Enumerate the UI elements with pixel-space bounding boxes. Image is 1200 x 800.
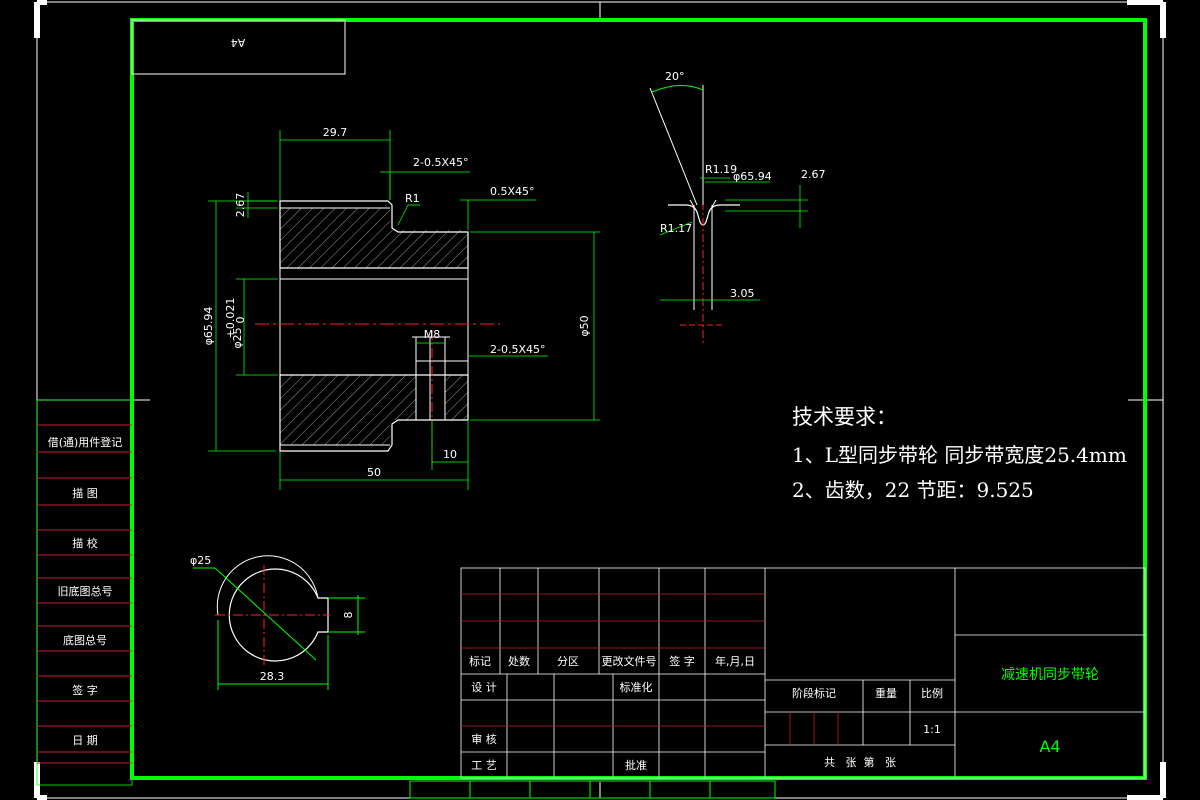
dim-2-67: 2.67: [234, 193, 247, 218]
tb-scale-label: 比例: [921, 686, 943, 700]
strip-label-4: 底图总号: [63, 633, 107, 647]
tb-scale: 1:1: [923, 723, 941, 736]
tooth-angle: 20°: [665, 70, 685, 83]
hub-d283: 28.3: [260, 670, 285, 683]
requirements-line2: 2、齿数，22 节距：9.525: [792, 478, 1034, 502]
tb-header-4: 签 字: [669, 654, 695, 668]
dim-d25: φ25: [231, 327, 244, 348]
tb-part-name: 减速机同步带轮: [1001, 667, 1099, 683]
sheet-border: [34, 0, 1166, 800]
main-dimensions: [208, 130, 600, 490]
strip-label-2: 描 校: [72, 536, 98, 550]
hub-view: [193, 555, 365, 690]
tb-approve: 批准: [625, 758, 647, 772]
tb-standard: 标准化: [620, 680, 653, 694]
tb-weight: 重量: [875, 686, 897, 700]
tb-header-1: 处数: [508, 655, 530, 668]
tb-stage: 阶段标记: [792, 686, 836, 700]
dim-chamfer-top: 2-0.5X45°: [413, 156, 469, 169]
requirements-title: 技术要求：: [792, 405, 897, 429]
title-block-grid: [460, 567, 1146, 779]
left-strip: [36, 399, 133, 786]
dim-d50: φ50: [578, 315, 591, 336]
tb-header-0: 标记: [469, 654, 491, 668]
tb-header-3: 更改文件号: [602, 654, 657, 668]
tooth-r117: R1.17: [660, 222, 692, 235]
hub-key8: 8: [342, 612, 355, 619]
requirements-line1: 1、L型同步带轮 同步带宽度25.4mm: [792, 443, 1127, 467]
tb-size: A4: [1039, 737, 1060, 756]
strip-label-1: 描 图: [72, 486, 98, 500]
tb-sheets: 共 张 第 张: [824, 755, 896, 769]
strip-label-3: 旧底图总号: [58, 584, 113, 598]
tooth-h267: 2.67: [801, 168, 826, 181]
hub-d25: φ25: [190, 554, 211, 567]
dim-chamfer-bot: 2-0.5X45°: [490, 343, 546, 356]
dim-r1: R1: [405, 192, 420, 205]
tooth-r119: R1.19: [705, 163, 737, 176]
strip-label-6: 日 期: [72, 734, 98, 747]
bottom-marker-strip: [409, 780, 776, 799]
dim-10: 10: [443, 448, 457, 461]
hatch-bottom-right: [445, 375, 468, 420]
hatch-top: [280, 208, 468, 268]
tooth-d6594: φ65.94: [733, 170, 772, 183]
strip-label-0: 借(通)用件登记: [48, 435, 123, 449]
tb-process: 工 艺: [471, 759, 497, 772]
dim-chamfer-small: 0.5X45°: [490, 185, 535, 198]
frame-label-box: [131, 19, 346, 75]
tb-design: 设 计: [471, 681, 497, 694]
tooth-dimensions: [659, 177, 808, 301]
tb-header-2: 分区: [557, 655, 579, 668]
dim-m8: M8: [424, 328, 441, 341]
hatch-bottom: [280, 375, 416, 445]
tooth-w305: 3.05: [730, 287, 755, 300]
dim-29-7: 29.7: [323, 126, 348, 139]
frame-label: A4: [231, 36, 246, 49]
tooth-profile-detail: [649, 85, 740, 345]
strip-label-5: 签 字: [72, 683, 98, 697]
dim-50: 50: [367, 466, 381, 479]
pulley-section-view: [255, 200, 500, 465]
dim-d25-tol0: 0: [234, 317, 247, 324]
tb-header-5: 年,月,日: [715, 654, 755, 668]
dim-d25-tol: +0.021: [224, 298, 237, 339]
dim-d65-94: φ65.94: [202, 307, 215, 346]
tb-review: 审 核: [471, 732, 497, 746]
